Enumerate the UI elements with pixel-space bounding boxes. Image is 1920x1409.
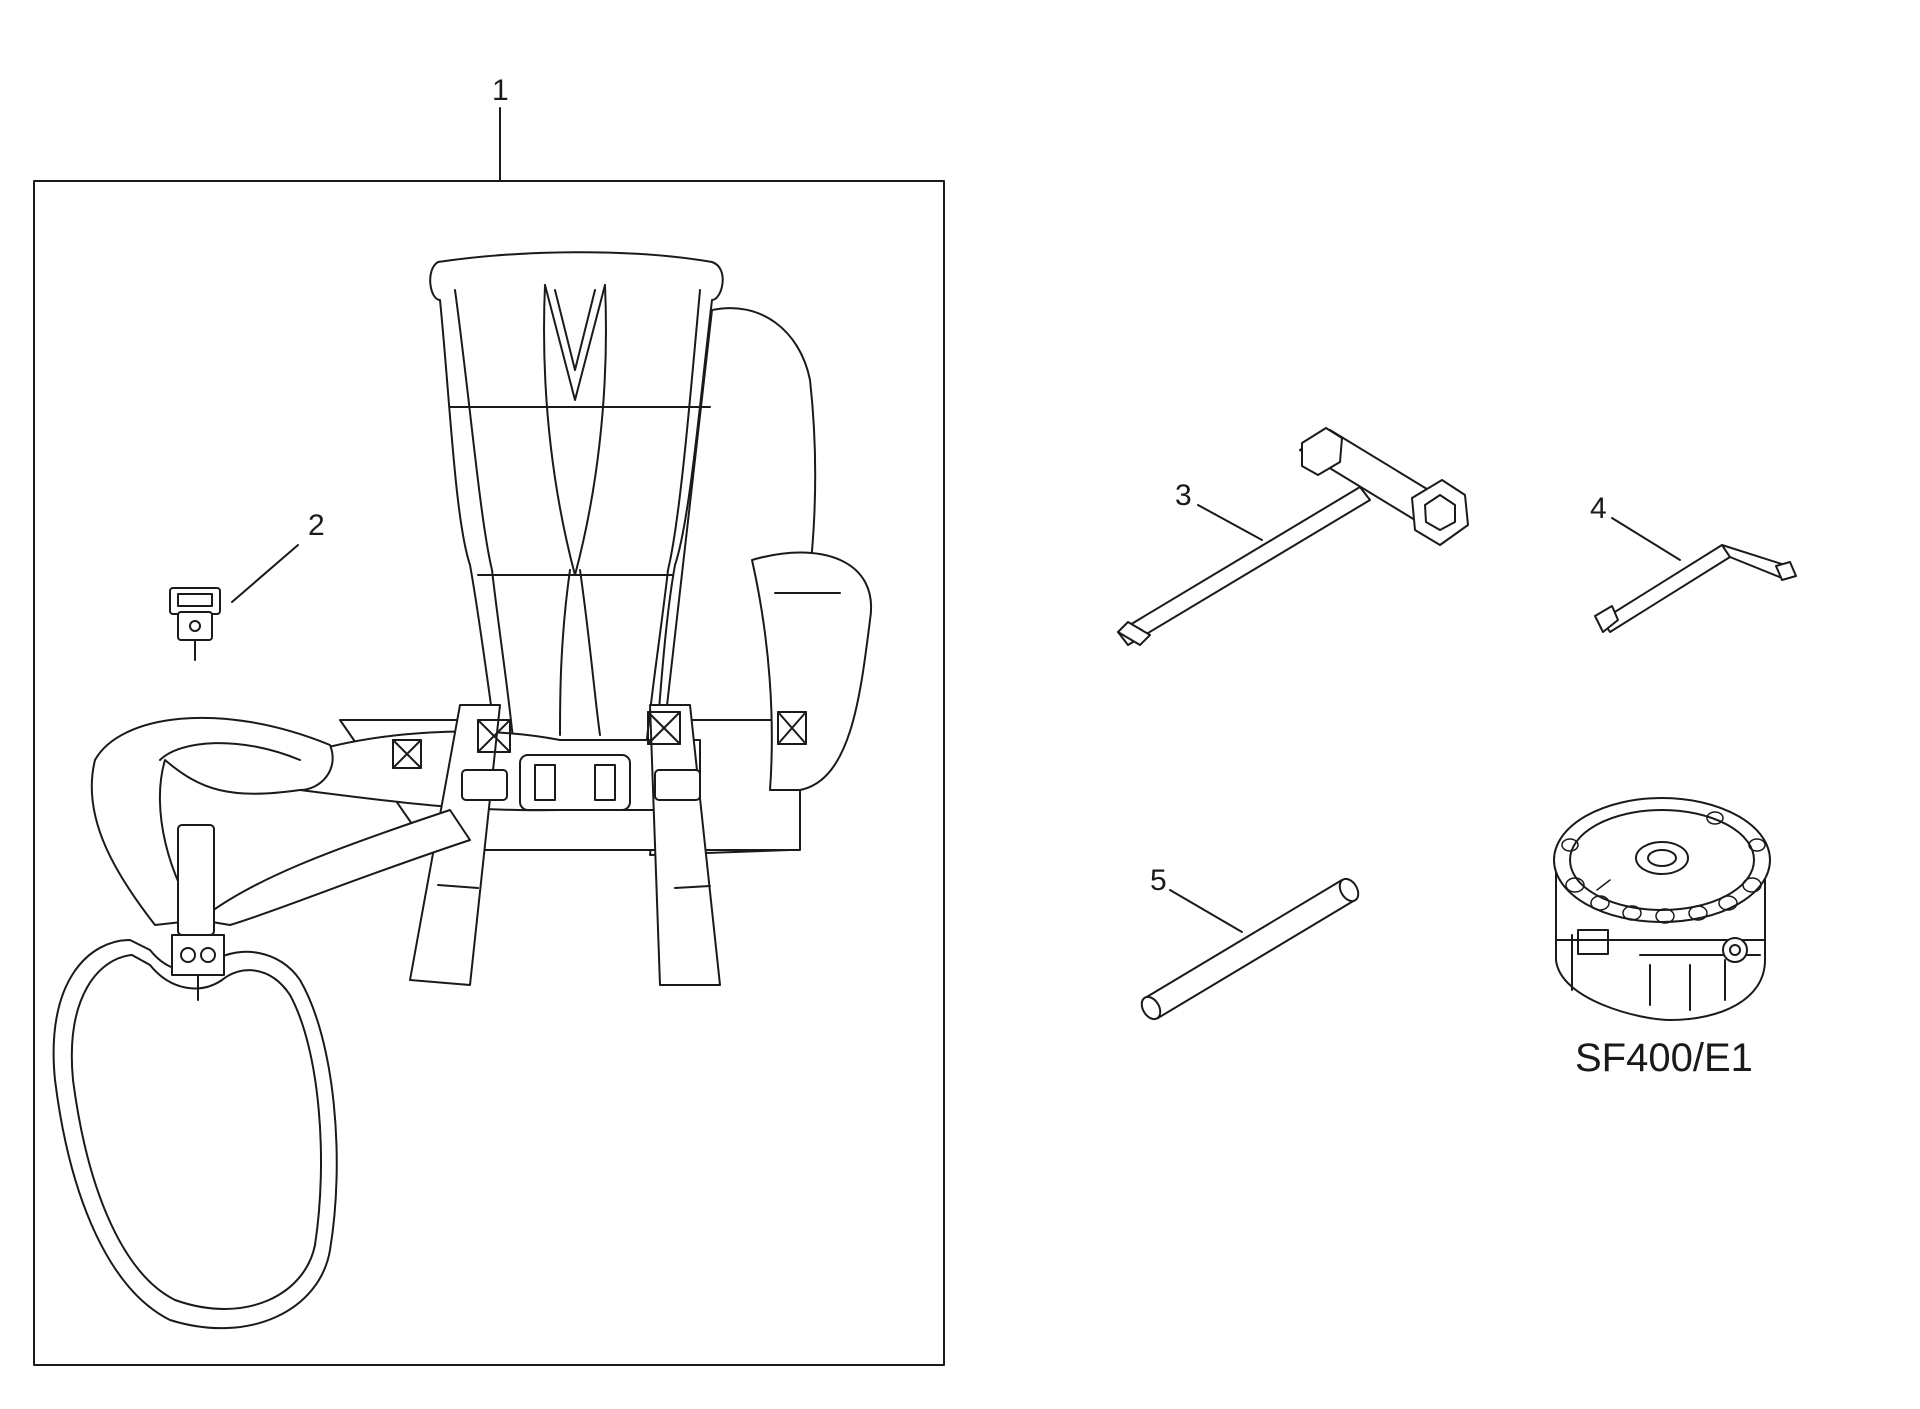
spool-group: SF400/E1 [1553,797,1771,1080]
leader-line-3 [1197,504,1263,541]
part-3-group: 3 [1117,427,1469,646]
leader-line-4 [1611,517,1681,561]
hex-key-icon [1594,544,1797,633]
leader-line-5 [1169,889,1243,933]
callout-3: 3 [1175,479,1192,512]
part-1-group: 1 [33,74,945,1366]
leader-line-2 [231,544,299,603]
harness-backpack-icon [52,251,873,1330]
part-5-group: 5 [1140,864,1360,1021]
callout-5: 5 [1150,864,1167,897]
spark-plug-wrench-icon [1117,427,1469,646]
part-4-group: 4 [1590,492,1797,633]
trimmer-head-icon [1553,797,1771,1021]
rod-icon [1140,877,1360,1021]
buckle-clip-icon [169,587,221,661]
callout-2: 2 [308,509,325,542]
callout-4: 4 [1590,492,1607,525]
callout-1: 1 [492,74,509,107]
model-label: SF400/E1 [1575,1036,1753,1080]
harness-frame [33,180,945,1366]
